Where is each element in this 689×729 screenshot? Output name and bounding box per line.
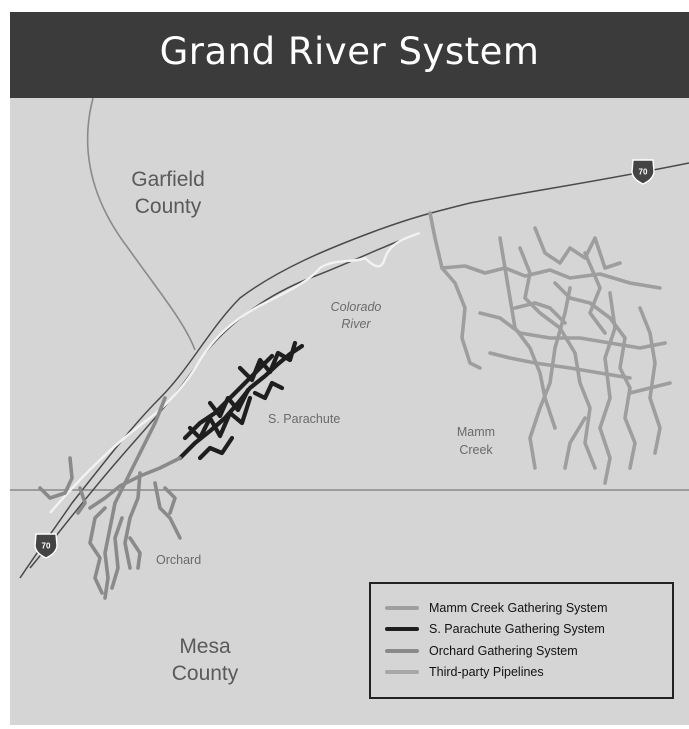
mamm-creek-label: Creek bbox=[459, 443, 493, 457]
mamm-creek-line bbox=[583, 251, 607, 335]
interstate-shield-icon bbox=[631, 159, 655, 185]
legend-label: Third-party Pipelines bbox=[429, 665, 544, 680]
colorado-river-label: River bbox=[341, 317, 371, 331]
shield-number: 70 bbox=[42, 542, 51, 551]
map-title: Grand River System bbox=[159, 29, 540, 73]
mamm-creek-line bbox=[553, 281, 637, 470]
orchard-line bbox=[123, 471, 142, 570]
mamm-creek-line bbox=[638, 306, 662, 455]
i70-shield-northeast: 70 bbox=[631, 159, 655, 185]
mamm-creek-line bbox=[533, 226, 622, 270]
legend-item-orchard: Orchard Gathering System bbox=[385, 640, 672, 662]
i70-shield-southwest: 70 bbox=[34, 533, 58, 559]
legend-swatch bbox=[385, 670, 419, 675]
mamm-creek-line bbox=[488, 351, 632, 380]
county-line-west bbox=[86, 98, 196, 351]
orchard-line bbox=[153, 481, 182, 540]
orchard-line bbox=[88, 506, 107, 595]
legend-swatch bbox=[385, 605, 419, 610]
interstate-shield-icon bbox=[34, 533, 58, 559]
mamm-creek-line bbox=[513, 301, 567, 325]
legend-swatch bbox=[385, 648, 419, 653]
mamm-creek-system bbox=[428, 211, 672, 485]
orchard-line bbox=[163, 486, 177, 515]
mamm-creek-line bbox=[528, 286, 572, 470]
legend-label: S. Parachute Gathering System bbox=[429, 622, 605, 637]
map-legend: Mamm Creek Gathering System S. Parachute… bbox=[369, 582, 674, 699]
s-parachute-line bbox=[237, 340, 298, 383]
orchard-line bbox=[38, 456, 74, 500]
mamm-creek-trunk bbox=[428, 211, 482, 370]
garfield-county-label: Garfield bbox=[131, 168, 205, 191]
legend-swatch bbox=[385, 627, 419, 632]
shield-number: 70 bbox=[639, 168, 648, 177]
title-bar: Grand River System bbox=[10, 12, 689, 98]
legend-item-third-party: Third-party Pipelines bbox=[385, 662, 672, 684]
colorado-river-label: Colorado bbox=[331, 300, 382, 314]
mamm-creek-label: Mamm bbox=[457, 425, 495, 439]
legend-item-s-parachute: S. Parachute Gathering System bbox=[385, 619, 672, 641]
mesa-county-label: County bbox=[172, 662, 239, 685]
mamm-creek-line bbox=[598, 291, 617, 485]
orchard-line bbox=[128, 536, 142, 570]
mamm-creek-line bbox=[563, 416, 587, 470]
s-parachute-label: S. Parachute bbox=[268, 412, 340, 426]
legend-label: Orchard Gathering System bbox=[429, 643, 578, 658]
orchard-line bbox=[110, 516, 124, 590]
orchard-trunk bbox=[103, 396, 167, 600]
mamm-creek-line bbox=[628, 381, 672, 395]
s-parachute-system bbox=[177, 340, 305, 461]
map-frame: Grand River System bbox=[10, 12, 689, 725]
orchard-line bbox=[88, 456, 182, 510]
s-parachute-line bbox=[207, 387, 251, 419]
orchard-line bbox=[76, 486, 87, 515]
map-canvas: 70 70 Garfield County Colorado River S. … bbox=[10, 98, 689, 685]
colorado-river bbox=[49, 231, 421, 514]
mamm-creek-line bbox=[518, 246, 597, 470]
s-parachute-line bbox=[187, 395, 253, 441]
mamm-creek-line bbox=[440, 264, 662, 290]
s-parachute-line bbox=[197, 435, 235, 461]
garfield-county-label: County bbox=[135, 195, 202, 218]
legend-label: Mamm Creek Gathering System bbox=[429, 600, 608, 615]
orchard-label: Orchard bbox=[156, 553, 201, 567]
mesa-county-label: Mesa bbox=[179, 635, 231, 658]
s-parachute-line bbox=[252, 380, 285, 401]
mamm-creek-line bbox=[478, 311, 667, 350]
orchard-system bbox=[38, 396, 182, 600]
legend-item-mamm-creek: Mamm Creek Gathering System bbox=[385, 597, 672, 619]
